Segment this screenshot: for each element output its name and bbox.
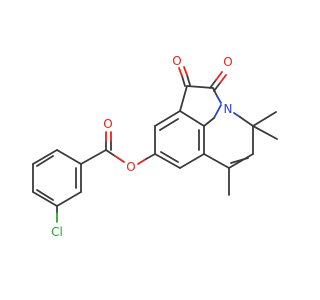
- ketone-oxygen-label-1: O: [172, 54, 181, 68]
- ketone-bond-1: [178, 66, 191, 87]
- ester-single-bond: [105, 149, 125, 163]
- methyl-groups: [228, 111, 278, 196]
- nitrogen-label: N: [224, 102, 233, 116]
- dihydropyridine-ring: [203, 112, 254, 169]
- ketone-bond-2: [209, 71, 227, 92]
- ester-carbonyl-bond: [105, 131, 112, 151]
- central-benzene-ring: [154, 110, 205, 169]
- molecule-structure: O O O O N Cl: [32, 54, 278, 239]
- aryl-carbonyl-bond: [80, 149, 107, 165]
- ester-oxygen-label: O: [126, 160, 135, 174]
- ketone-oxygen-label-2: O: [223, 55, 232, 69]
- chlorine-label: Cl: [51, 225, 63, 239]
- chlorophenyl-ring: [32, 149, 82, 207]
- ester-aryl-bond: [137, 153, 156, 165]
- ester-carbonyl-oxygen-label: O: [103, 117, 112, 131]
- lactam-ring: [179, 85, 222, 127]
